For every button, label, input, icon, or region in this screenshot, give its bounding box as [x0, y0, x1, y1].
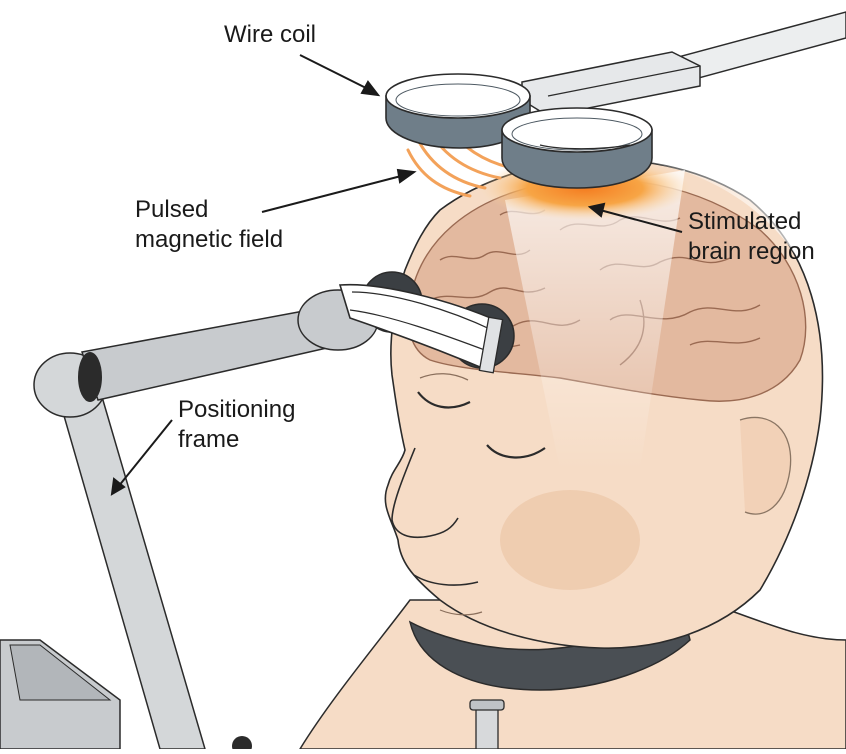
coil-support-bar	[522, 12, 846, 116]
wire-coil-label: Wire coil	[224, 20, 316, 50]
